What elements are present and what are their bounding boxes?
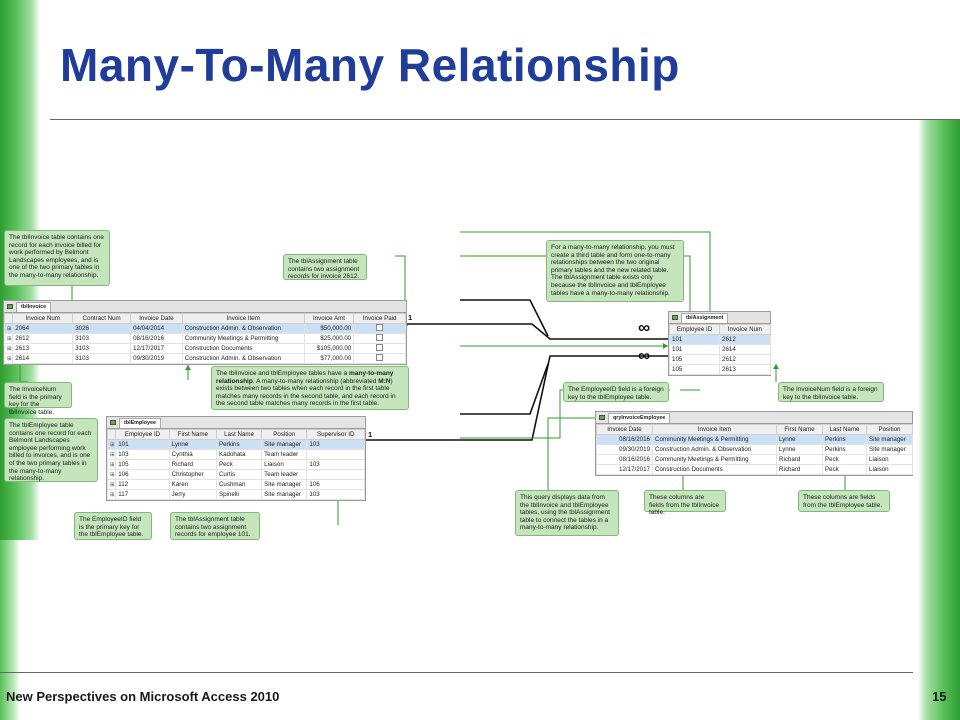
- expand-icon[interactable]: ⊞: [3, 353, 14, 364]
- column-header[interactable]: Supervisor ID: [306, 429, 365, 440]
- column-header[interactable]: Contract Num: [72, 313, 132, 324]
- table-row[interactable]: ⊞ 2613 3103 12/17/2017 Construction Docu…: [3, 343, 406, 354]
- tab-tblAssignment[interactable]: tblAssignment: [681, 313, 729, 323]
- header-row: Employee ID Invoice Num: [669, 324, 771, 335]
- paid-checkbox[interactable]: [376, 324, 384, 331]
- column-header[interactable]: Position: [866, 424, 913, 435]
- table-icon: [672, 315, 678, 320]
- column-header[interactable]: Last Name: [822, 424, 867, 435]
- column-header[interactable]: Invoice Paid: [353, 313, 406, 324]
- table-row[interactable]: 12/17/2017 Construction Documents Richar…: [596, 464, 913, 475]
- callout-employeeid-pk: The EmployeeID field is the primary key …: [74, 512, 152, 540]
- right-accent-bar: [918, 120, 960, 720]
- column-header[interactable]: Invoice Date: [130, 313, 183, 324]
- paid-checkbox[interactable]: [376, 354, 384, 361]
- callout-assignment-invoice: The tblAssignment table contains two ass…: [283, 254, 367, 280]
- expand-icon[interactable]: ⊞: [3, 333, 14, 344]
- expand-icon[interactable]: ⊞: [3, 343, 14, 354]
- mn-bold-2: M:N: [378, 377, 391, 385]
- mn-bold-1: many-to-many relationship: [216, 370, 394, 385]
- column-header[interactable]: Invoice Num: [12, 313, 74, 324]
- callout-invoice-columns: These columns are fields from the tblInv…: [644, 490, 726, 516]
- many-mark-top: ∞: [638, 318, 651, 337]
- table-row[interactable]: 08/16/2016 Community Meetings & Permitti…: [596, 434, 913, 445]
- callout-employee-columns: These columns are fields from the tblEmp…: [798, 490, 890, 512]
- callout-employee-table: The tblEmployee table contains one recor…: [4, 418, 98, 482]
- tab-tblInvoice[interactable]: tblInvoice: [16, 302, 52, 312]
- callout-query: This query displays data from the tblInv…: [515, 490, 619, 536]
- slide-title: Many-To-Many Relationship: [60, 39, 680, 91]
- page-number: 15: [932, 689, 947, 704]
- callout-assignment-employee: The tblAssignment table contains two ass…: [170, 512, 260, 540]
- paid-checkbox[interactable]: [376, 334, 384, 341]
- table-row[interactable]: ⊞ 112 Karen Cushman Site manager 106: [106, 479, 365, 490]
- left-accent-bar-lower: [0, 540, 20, 720]
- expand-icon[interactable]: ⊞: [106, 439, 117, 450]
- table-row[interactable]: 08/16/2016 Community Meetings & Permitti…: [596, 454, 913, 465]
- tab-qryInvoiceEmployee[interactable]: qryInvoiceEmployee: [608, 413, 671, 423]
- table-row[interactable]: 101 2614: [669, 344, 771, 355]
- tblEmployee-datasheet[interactable]: tblEmployee Employee ID First Name Last …: [106, 416, 366, 501]
- callout-invoicenum-pk: The InvoiceNum field is the primary key …: [4, 382, 72, 416]
- table-icon: [7, 304, 13, 309]
- column-header[interactable]: Invoice Amt: [303, 313, 355, 324]
- mn-text-3: ) exists between two tables when each re…: [216, 377, 396, 408]
- table-row[interactable]: ⊞ 2064 3026 04/04/2014 Construction Admi…: [3, 323, 406, 334]
- column-header[interactable]: Employee ID: [115, 429, 170, 440]
- table-icon: [110, 420, 116, 425]
- expand-icon[interactable]: ⊞: [106, 479, 117, 490]
- callout-employeeid-fk: The EmployeeID field is a foreign key to…: [563, 382, 669, 402]
- table-row[interactable]: 105 2613: [669, 364, 771, 375]
- tblAssignment-datasheet[interactable]: tblAssignment Employee ID Invoice Num 10…: [668, 311, 771, 376]
- callout-invoice-table: The tblInvoice table contains one record…: [4, 230, 110, 286]
- column-header[interactable]: Invoice Item: [181, 313, 305, 324]
- query-icon: [599, 415, 605, 420]
- column-header[interactable]: Invoice Num: [719, 324, 771, 335]
- footer-divider: [0, 672, 913, 673]
- table-row[interactable]: ⊞ 2612 3103 08/16/2016 Community Meeting…: [3, 333, 406, 344]
- table-row[interactable]: ⊞ 117 Jerry Spinelli Site manager 103: [106, 489, 365, 500]
- mn-text-1: The tblInvoice and tblEmployee tables ha…: [216, 370, 349, 377]
- column-header[interactable]: First Name: [776, 424, 823, 435]
- table-row[interactable]: 101 2612: [669, 334, 771, 345]
- table-row[interactable]: ⊞ 101 Lynne Perkins Site manager 103: [106, 439, 365, 450]
- table-row[interactable]: ⊞ 106 Christopher Curtis Team leader: [106, 469, 365, 480]
- table-row[interactable]: ⊞ 103 Cynthia Kadohata Team leader: [106, 449, 365, 460]
- header-row: Invoice Num Contract Num Invoice Date In…: [3, 313, 406, 324]
- mn-text-2: . A many-to-many relationship (abbreviat…: [252, 377, 379, 385]
- title-divider: [50, 119, 960, 120]
- qryInvoiceEmployee-datasheet[interactable]: qryInvoiceEmployee Invoice Date Invoice …: [595, 411, 913, 476]
- expand-icon[interactable]: ⊞: [3, 323, 14, 334]
- callout-third-table: For a many-to-many relationship, you mus…: [546, 240, 684, 302]
- expand-icon[interactable]: ⊞: [106, 489, 117, 500]
- column-header[interactable]: Invoice Date: [596, 424, 653, 435]
- column-header[interactable]: Invoice Item: [652, 424, 777, 435]
- footer-text: New Perspectives on Microsoft Access 201…: [6, 689, 280, 704]
- many-mark-bottom: ∞: [638, 346, 651, 365]
- expand-icon[interactable]: ⊞: [106, 459, 117, 470]
- paid-checkbox[interactable]: [376, 344, 384, 351]
- column-header[interactable]: Last Name: [215, 429, 263, 440]
- callout-many-to-many: The tblInvoice and tblEmployee tables ha…: [211, 366, 409, 410]
- table-row[interactable]: ⊞ 2614 3103 09/30/2019 Construction Admi…: [3, 353, 406, 364]
- table-row[interactable]: ⊞ 105 Richard Peck Liaison 103: [106, 459, 365, 470]
- relationship-line-invoice: [404, 323, 668, 340]
- expand-icon[interactable]: ⊞: [106, 469, 117, 480]
- tblInvoice-datasheet[interactable]: tblInvoice Invoice Num Contract Num Invo…: [3, 300, 407, 365]
- expand-icon[interactable]: ⊞: [106, 449, 117, 460]
- table-row[interactable]: 105 2612: [669, 354, 771, 365]
- one-mark-invoice: 1: [408, 313, 413, 322]
- table-row[interactable]: 09/30/2019 Construction Admin. & Observa…: [596, 444, 913, 455]
- callout-invoicenum-fk: The InvoiceNum field is a foreign key to…: [778, 382, 884, 402]
- column-header[interactable]: First Name: [168, 429, 217, 440]
- header-row: Invoice Date Invoice Item First Name Las…: [596, 424, 913, 435]
- column-header[interactable]: Employee ID: [669, 324, 720, 335]
- one-mark-employee: 1: [368, 430, 373, 439]
- header-row: Employee ID First Name Last Name Positio…: [106, 429, 365, 440]
- tab-tblEmployee[interactable]: tblEmployee: [119, 418, 162, 428]
- column-header[interactable]: Position: [261, 429, 308, 440]
